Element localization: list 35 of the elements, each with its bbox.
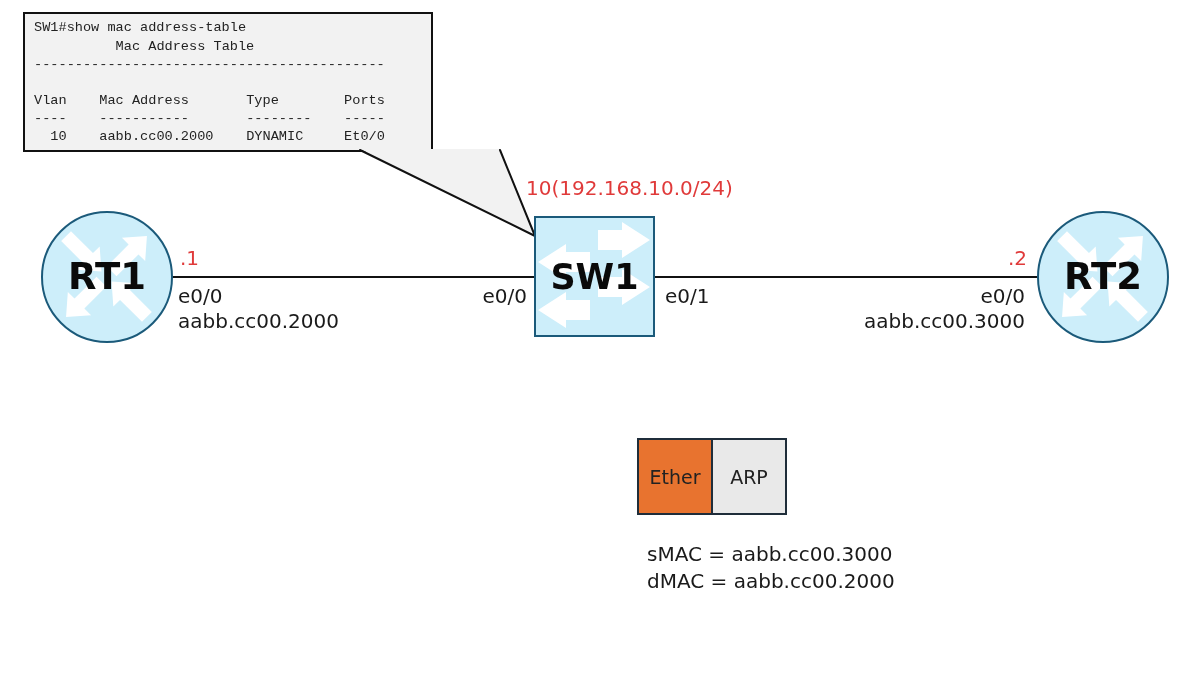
- table-value: aabb.cc00.2000: [99, 129, 214, 145]
- divider-dashes: -----------: [99, 111, 190, 127]
- interface-name: e0/0: [482, 285, 527, 308]
- source-mac: sMAC = aabb.cc00.3000: [647, 543, 893, 566]
- vlan-subnet: 10(192.168.10.0/24): [526, 177, 733, 200]
- link-line: [172, 276, 535, 278]
- table-value: 10: [50, 129, 67, 145]
- device-name: RT1: [68, 256, 146, 298]
- divider-dashes: -------------------------------------------: [34, 57, 385, 73]
- interface-name: e0/0: [178, 285, 223, 308]
- table-title: Mac Address Table: [115, 39, 255, 55]
- mac-address: aabb.cc00.3000: [864, 310, 1025, 333]
- switch-symbol: [534, 216, 655, 337]
- callout-pointer: [359, 149, 536, 237]
- mac-address: aabb.cc00.2000: [178, 310, 339, 333]
- interface-name: e0/0: [980, 285, 1025, 308]
- command-line: SW1#show mac address-table: [34, 20, 247, 36]
- link-line: [654, 276, 1038, 278]
- interface-name: e0/1: [665, 285, 710, 308]
- destination-mac: dMAC = aabb.cc00.2000: [647, 570, 895, 593]
- ethernet-header-block: Ether: [637, 438, 713, 515]
- host-address: .1: [180, 247, 200, 270]
- column-header: Ports: [344, 93, 385, 109]
- host-address: .2: [1007, 247, 1027, 270]
- arp-message-block: ARP: [711, 438, 787, 515]
- table-value: DYNAMIC: [246, 129, 304, 145]
- divider-dashes: -----: [344, 111, 385, 127]
- column-header: Mac Address: [99, 93, 190, 109]
- divider-dashes: --------: [246, 111, 312, 127]
- device-name: SW1: [550, 257, 639, 296]
- device-name: RT2: [1064, 256, 1142, 298]
- divider-dashes: ----: [34, 111, 67, 127]
- column-header: Type: [246, 93, 279, 109]
- table-value: Et0/0: [344, 129, 385, 145]
- column-header: Vlan: [34, 93, 67, 109]
